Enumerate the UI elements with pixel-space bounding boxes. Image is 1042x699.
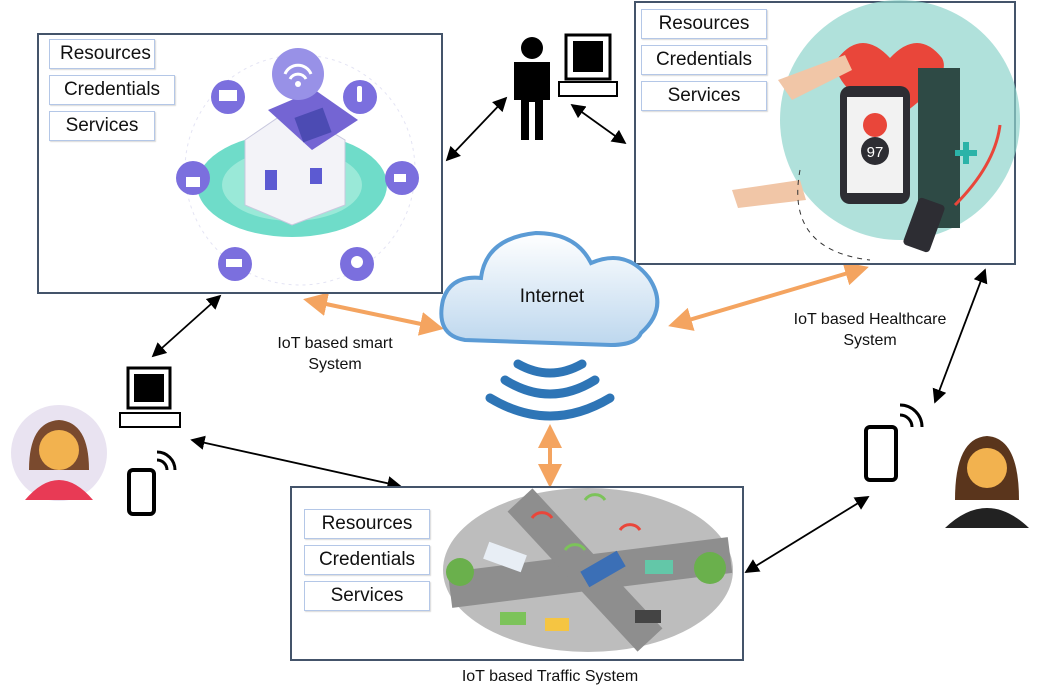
internet-label: Internet xyxy=(520,286,585,307)
orange-links xyxy=(303,262,869,488)
health-resources-tag: Resources xyxy=(641,9,767,39)
traffic-services-tag: Services xyxy=(304,581,430,611)
phone-icon xyxy=(864,403,924,482)
link-computer-health xyxy=(570,103,627,145)
link-user-traffic xyxy=(190,435,402,491)
phone-icon xyxy=(127,450,177,516)
computer-icon xyxy=(119,366,181,428)
link-smart-internet xyxy=(303,292,444,336)
left-user xyxy=(11,366,181,516)
link-phone-traffic xyxy=(744,496,870,573)
signal-icon xyxy=(530,511,554,519)
health-caption-line1: IoT based Healthcare xyxy=(793,311,947,328)
health-tags: Resources Credentials Services xyxy=(641,9,767,111)
traffic-caption: IoT based Traffic System xyxy=(461,668,639,685)
healthcare-illustration: 97 xyxy=(732,0,1020,261)
person-with-computer xyxy=(514,33,618,140)
health-caption: IoT based Healthcare System xyxy=(770,309,970,351)
computer-icon xyxy=(558,33,618,97)
person-icon xyxy=(521,37,543,59)
traffic-resources-tag: Resources xyxy=(304,509,430,539)
wifi-wave-1 xyxy=(513,359,587,378)
traffic-illustration xyxy=(443,488,733,652)
health-services-tag: Services xyxy=(641,81,767,111)
right-user xyxy=(864,403,1029,528)
black-links xyxy=(151,96,988,573)
smart-caption-line2: System xyxy=(308,356,362,373)
health-caption-line2: System xyxy=(843,332,897,349)
smart-home-illustration xyxy=(176,48,419,286)
link-health-internet xyxy=(668,262,869,331)
traffic-credentials-tag: Credentials xyxy=(304,545,430,575)
wifi-wave-3 xyxy=(485,393,615,421)
smart-tags: Resources Credentials Services xyxy=(49,39,175,141)
health-credentials-tag: Credentials xyxy=(641,45,767,75)
smart-services-tag: Services xyxy=(49,111,155,141)
smart-caption: IoT based smart System xyxy=(250,333,420,375)
smart-credentials-tag: Credentials xyxy=(49,75,175,105)
heart-rate-value: 97 xyxy=(867,144,884,161)
link-smart-computer xyxy=(151,294,222,358)
smart-caption-line1: IoT based smart xyxy=(277,335,393,352)
link-health-phone xyxy=(932,268,988,404)
wifi-wave-2 xyxy=(500,375,600,399)
link-person-smart xyxy=(445,96,508,162)
internet-cloud xyxy=(439,230,660,421)
smart-resources-tag: Resources xyxy=(49,39,155,69)
traffic-tags: Resources Credentials Services xyxy=(304,509,430,611)
